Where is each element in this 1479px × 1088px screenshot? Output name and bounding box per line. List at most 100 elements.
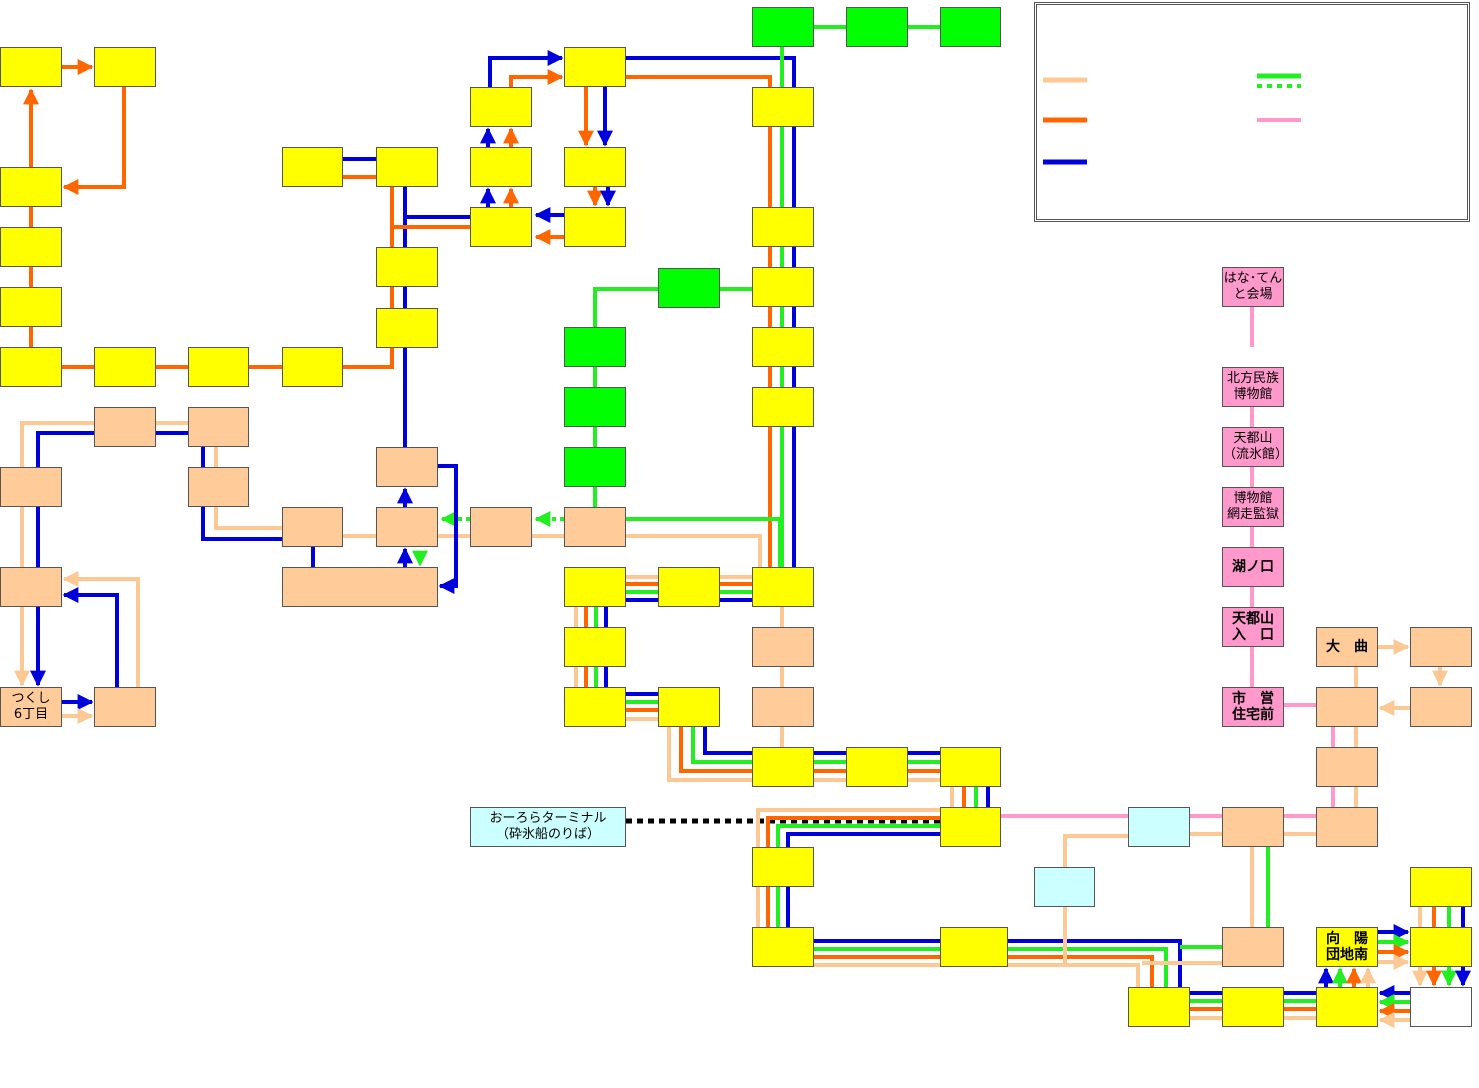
bus-stop[interactable]: つくし 6丁目 — [0, 687, 62, 727]
bus-stop[interactable] — [752, 687, 814, 727]
bus-stop[interactable]: 大 曲 — [1316, 627, 1378, 667]
bus-stop[interactable] — [1222, 987, 1284, 1027]
stop-label: 天都山 入 口 — [1232, 611, 1274, 643]
bus-stop[interactable] — [1222, 927, 1284, 967]
bus-stop[interactable] — [564, 447, 626, 487]
bus-stop[interactable] — [564, 47, 626, 87]
bus-stop[interactable] — [188, 347, 249, 387]
bus-stop[interactable] — [470, 87, 532, 127]
bus-stop[interactable]: おーろらターミナル （砕氷船のりば） — [470, 807, 626, 847]
bus-stop[interactable]: はな･てん と会場 — [1222, 267, 1284, 307]
bus-stop[interactable] — [1316, 987, 1378, 1027]
stop-label: 湖ノ口 — [1232, 559, 1274, 575]
bus-stop[interactable] — [1316, 687, 1378, 727]
bus-stop[interactable] — [940, 927, 1008, 967]
bus-stop[interactable] — [564, 687, 626, 727]
bus-stop[interactable] — [376, 507, 438, 547]
stop-label: 北方民族 博物館 — [1226, 371, 1279, 402]
bus-stop[interactable] — [376, 447, 438, 487]
bus-stop[interactable] — [376, 308, 438, 348]
bus-stop[interactable] — [470, 147, 532, 187]
bus-stop[interactable] — [752, 327, 814, 367]
bus-stop[interactable] — [1410, 687, 1472, 727]
bus-stop[interactable] — [94, 407, 156, 447]
bus-stop[interactable] — [376, 147, 438, 187]
bus-stop[interactable] — [658, 687, 720, 727]
bus-stop[interactable] — [564, 387, 626, 427]
bus-stop[interactable] — [752, 387, 814, 427]
bus-stop[interactable]: 市 営 住宅前 — [1222, 687, 1284, 727]
bus-stop[interactable] — [752, 267, 814, 307]
bus-stop[interactable] — [1410, 987, 1472, 1027]
bus-stop[interactable] — [0, 567, 62, 607]
bus-stop[interactable]: 湖ノ口 — [1222, 547, 1284, 587]
bus-stop[interactable] — [752, 927, 814, 967]
bus-stop[interactable] — [470, 507, 532, 547]
bus-stop[interactable] — [282, 347, 343, 387]
bus-stop[interactable] — [1410, 627, 1472, 667]
stop-label: 市 営 住宅前 — [1232, 691, 1274, 723]
legend-swatches — [1043, 73, 1301, 165]
bus-stop[interactable] — [564, 627, 626, 667]
bus-stop[interactable] — [940, 747, 1001, 787]
stop-label: 大 曲 — [1326, 639, 1368, 655]
bus-stop[interactable] — [1128, 987, 1190, 1027]
bus-stop[interactable] — [564, 567, 626, 607]
bus-stop[interactable] — [1316, 747, 1378, 787]
route-orange-center — [343, 175, 470, 229]
bus-stop[interactable] — [188, 467, 249, 507]
bus-stop[interactable] — [752, 87, 814, 127]
route-orange-trunk — [626, 75, 772, 567]
bus-stop[interactable] — [564, 327, 626, 367]
bus-stop[interactable] — [658, 268, 720, 308]
bus-stop[interactable] — [0, 347, 62, 387]
bus-stop[interactable] — [94, 347, 156, 387]
bus-stop[interactable] — [752, 567, 814, 607]
bus-stop[interactable] — [282, 147, 343, 187]
stop-label: はな･てん と会場 — [1223, 271, 1283, 302]
bus-stop[interactable] — [0, 167, 62, 207]
bus-stop[interactable] — [1316, 807, 1378, 847]
bus-stop[interactable] — [0, 227, 62, 267]
bus-stop[interactable] — [1128, 807, 1190, 847]
stop-label: つくし 6丁目 — [11, 691, 51, 722]
bus-stop[interactable] — [282, 507, 343, 547]
bus-stop[interactable]: 天都山 入 口 — [1222, 607, 1284, 647]
bus-stop[interactable] — [1410, 927, 1472, 967]
bus-stop[interactable] — [658, 567, 720, 607]
stop-label: 向 陽 団地南 — [1326, 931, 1368, 963]
bus-stop[interactable] — [564, 147, 626, 187]
bus-stop[interactable] — [752, 207, 814, 247]
bus-stop[interactable] — [94, 687, 156, 727]
route-blue-center — [343, 157, 407, 447]
bus-stop[interactable]: 博物館 網走監獄 — [1222, 487, 1284, 527]
stop-label: 博物館 網走監獄 — [1226, 491, 1279, 522]
stop-label: おーろらターミナル （砕氷船のりば） — [489, 811, 607, 842]
bus-stop[interactable] — [376, 247, 438, 287]
bus-stop[interactable] — [940, 7, 1001, 47]
bus-stop[interactable] — [564, 507, 626, 547]
bus-stop[interactable] — [846, 7, 908, 47]
bus-stop[interactable] — [752, 747, 814, 787]
bus-stop[interactable] — [94, 47, 156, 87]
bus-stop[interactable] — [564, 207, 626, 247]
bus-stop[interactable] — [846, 747, 908, 787]
bus-stop[interactable] — [282, 567, 438, 607]
bus-stop[interactable] — [0, 47, 62, 87]
legend — [1034, 2, 1470, 222]
bus-stop[interactable]: 向 陽 団地南 — [1316, 927, 1378, 967]
bus-stop[interactable] — [752, 7, 814, 47]
bus-stop[interactable] — [1222, 807, 1284, 847]
bus-stop[interactable] — [0, 287, 62, 327]
bus-stop[interactable] — [1410, 867, 1472, 907]
bus-stop[interactable] — [940, 807, 1001, 847]
bus-stop[interactable] — [1034, 867, 1095, 907]
bus-stop[interactable] — [752, 847, 814, 887]
bus-stop[interactable] — [188, 407, 249, 447]
bus-stop[interactable]: 天都山 （流氷館） — [1222, 427, 1288, 467]
bus-stop[interactable] — [470, 207, 532, 247]
bus-stop[interactable] — [0, 467, 62, 507]
bus-stop[interactable] — [752, 627, 814, 667]
bus-stop[interactable]: 北方民族 博物館 — [1222, 367, 1284, 407]
